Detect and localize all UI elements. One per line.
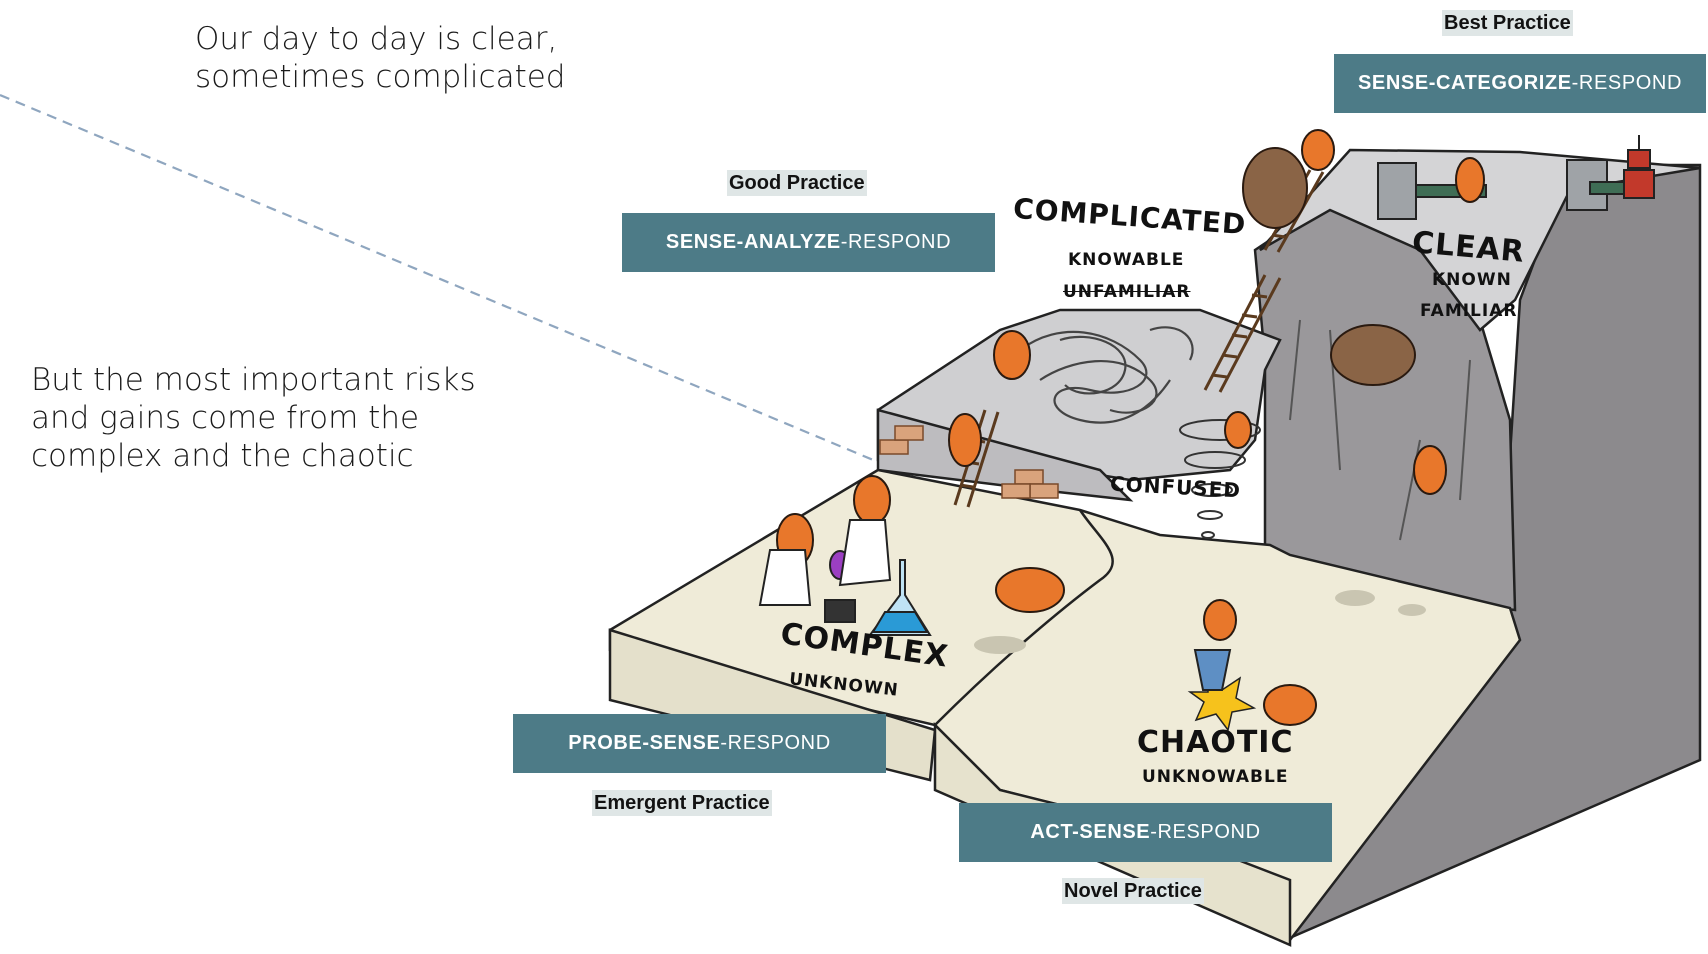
pointer-dashed-line	[0, 93, 879, 464]
complex-method-box: PROBE-SENSE-RESPOND	[513, 714, 886, 773]
complex-method-rest: -RESPOND	[720, 732, 831, 754]
complicated-sub2: UNFAMILIAR	[1063, 282, 1191, 302]
clear-method-bold: SENSE-CATEGORIZE	[1357, 72, 1572, 94]
complicated-practice-label: Good Practice	[727, 170, 867, 196]
clear-sub2: FAMILIAR	[1420, 301, 1518, 321]
tornado-icon	[1179, 419, 1261, 539]
labcoat-icon	[758, 519, 892, 606]
clear-plateau	[1259, 148, 1701, 332]
complicated-front-face	[876, 408, 1134, 502]
clear-method-rest: -RESPOND	[1571, 72, 1683, 94]
chaotic-sub1: UNKNOWABLE	[1142, 767, 1289, 787]
clear-method-box: SENSE-CATEGORIZE-RESPOND	[1334, 54, 1706, 113]
bucket-icon	[1193, 649, 1232, 691]
brick-icon	[879, 425, 1059, 499]
complex-practice-label: Emergent Practice	[592, 790, 772, 816]
creature-icon	[776, 129, 1485, 726]
chaotic-title: CHAOTIC	[1137, 725, 1294, 760]
scribble-icon	[1019, 326, 1194, 424]
complicated-method-rest: -RESPOND	[840, 231, 952, 253]
chaotic-practice-label: Novel Practice	[1062, 878, 1204, 904]
chaotic-method-rest: -RESPOND	[1150, 821, 1261, 843]
sack-icon	[1242, 147, 1416, 386]
complicated-method-bold: SENSE-ANALYZE	[665, 231, 841, 253]
robot-icon	[1623, 135, 1655, 199]
clear-sub1: KNOWN	[1432, 270, 1512, 290]
complicated-sub1: KNOWABLE	[1068, 250, 1185, 270]
explosion-icon	[1187, 676, 1257, 732]
ground-crack	[934, 509, 1114, 726]
headline-middle: But the most important risks and gains c…	[31, 362, 476, 474]
complicated-method-box: SENSE-ANALYZE-RESPOND	[622, 213, 995, 272]
chaotic-method-box: ACT-SENSE-RESPOND	[959, 803, 1332, 862]
shadow	[974, 590, 1426, 654]
clear-practice-label: Best Practice	[1442, 10, 1573, 36]
headline-top: Our day to day is clear, sometimes compl…	[195, 21, 566, 95]
chaotic-method-bold: ACT-SENSE	[1030, 821, 1151, 843]
ladder-icon	[1203, 274, 1282, 393]
complex-method-bold: PROBE-SENSE	[568, 732, 721, 754]
